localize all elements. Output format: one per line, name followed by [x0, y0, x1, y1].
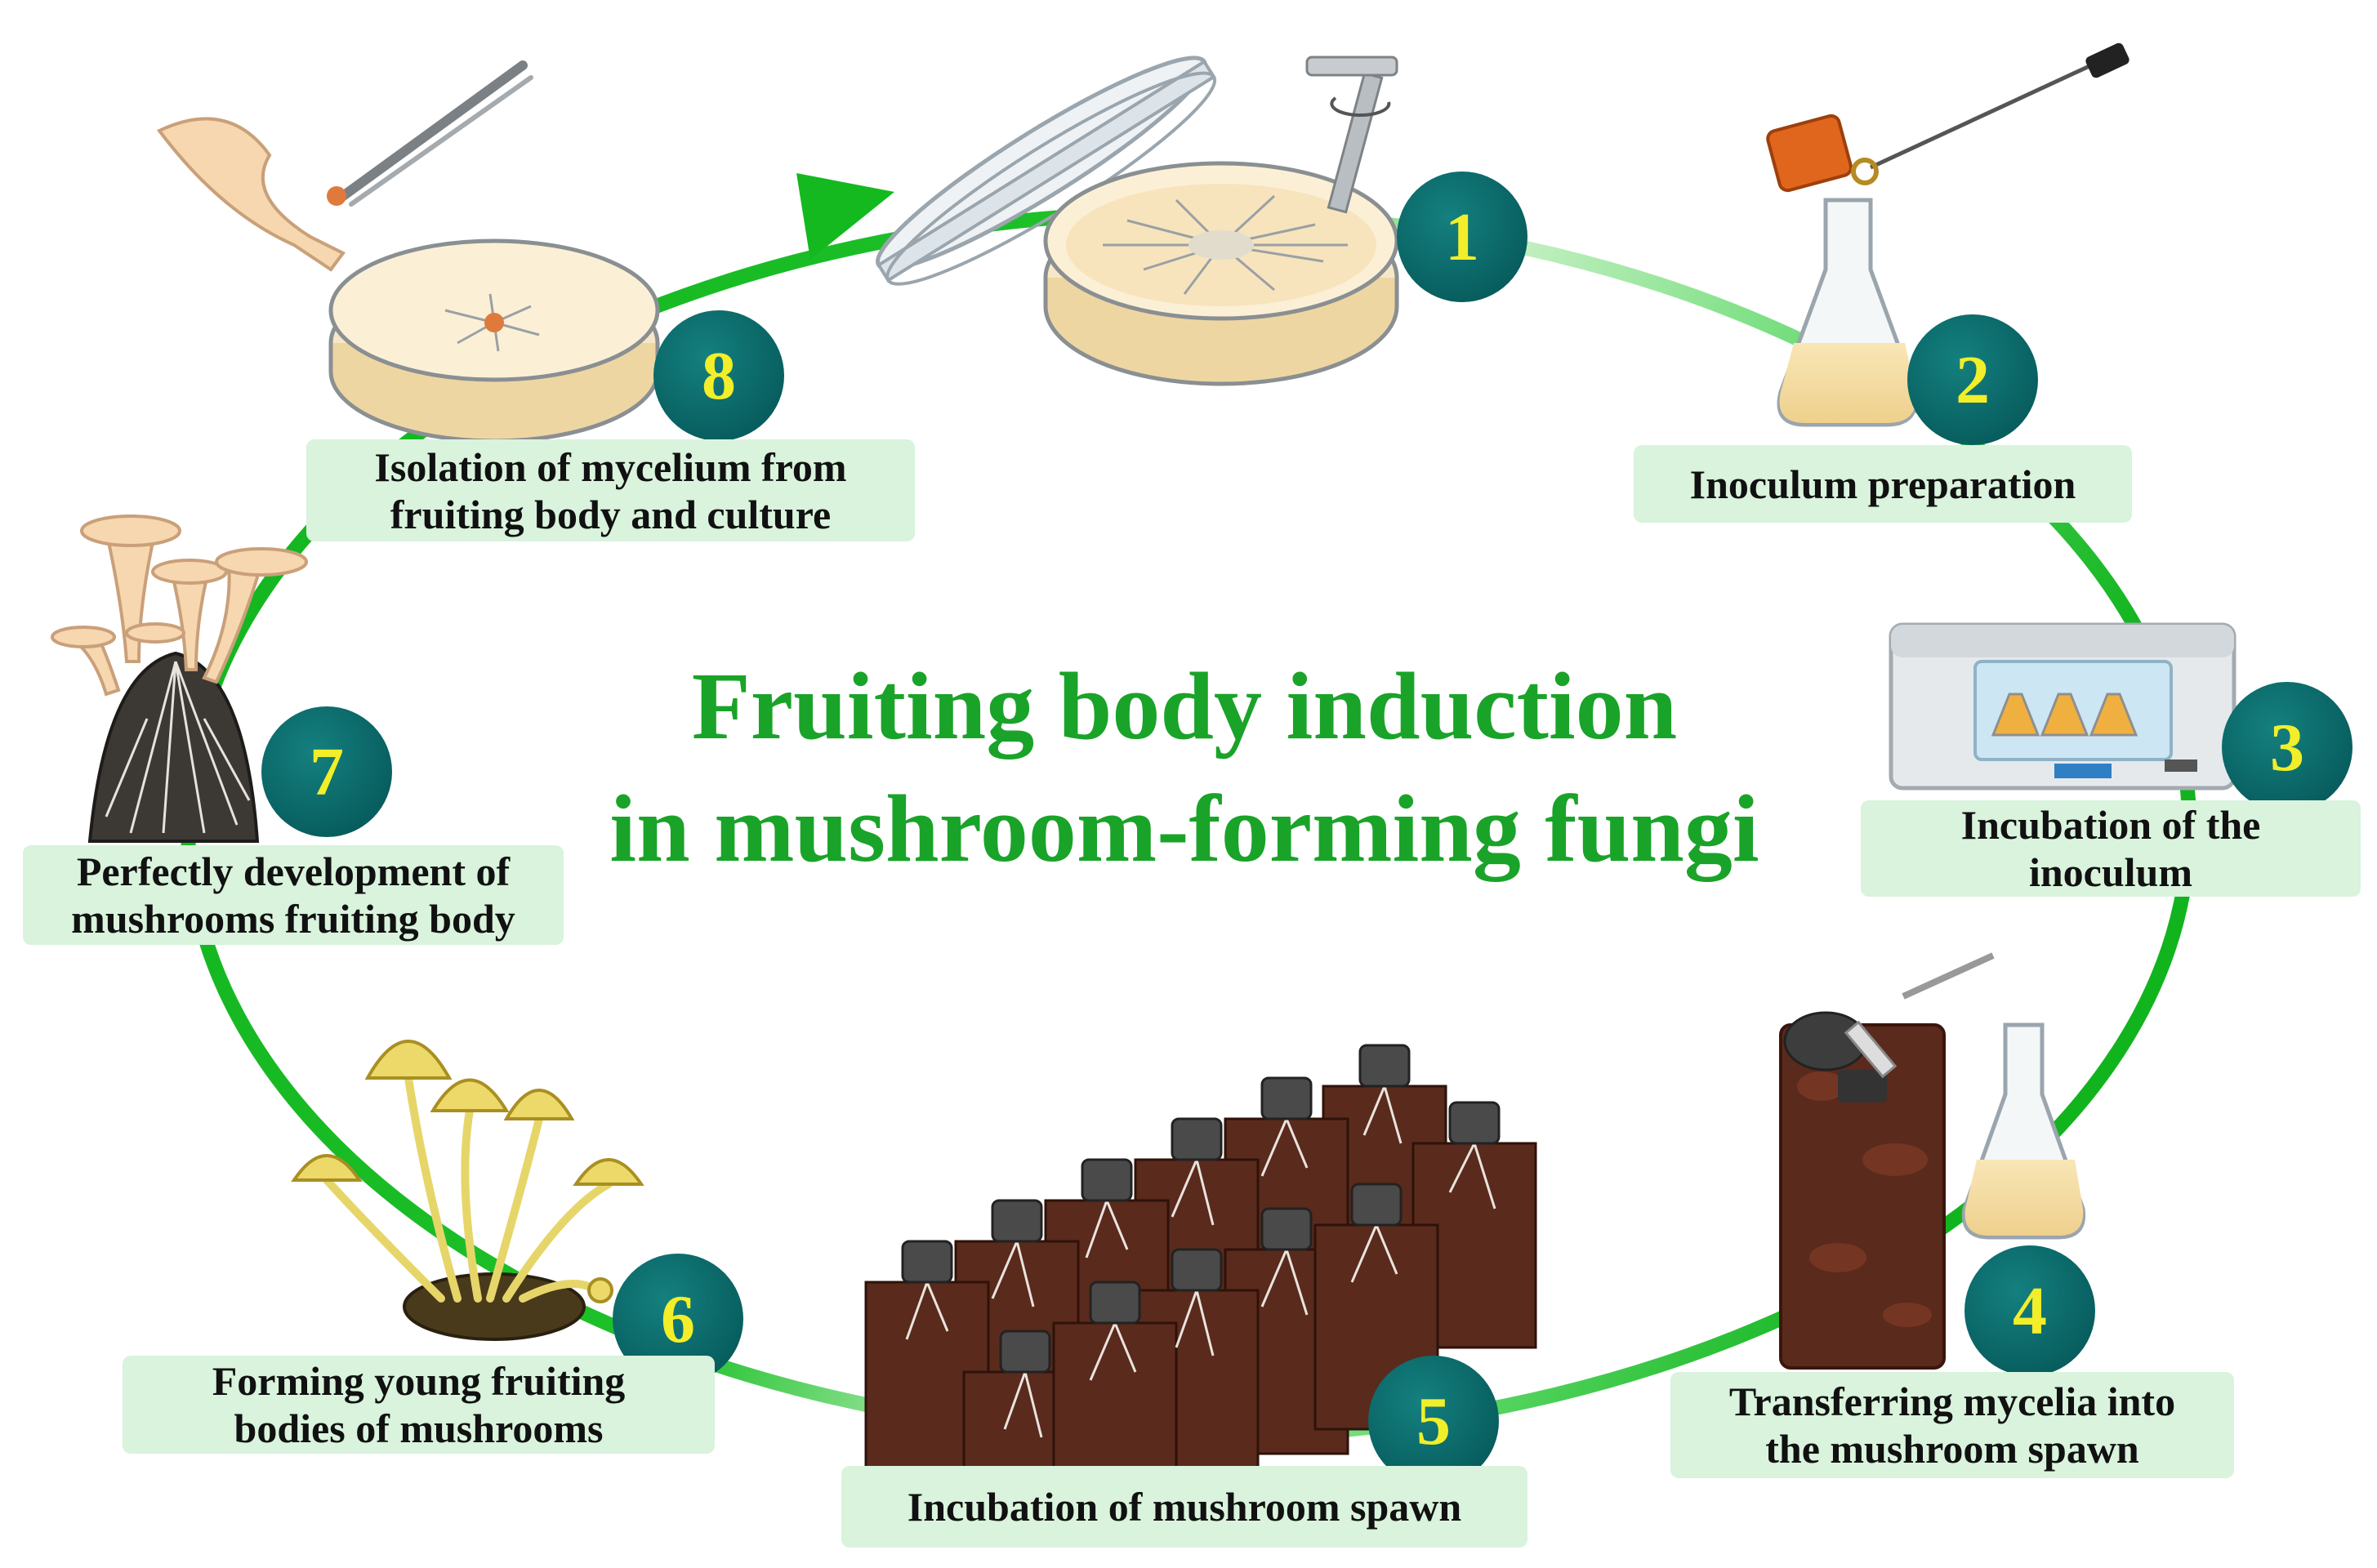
flask-with-inoculation-loop-icon: [1766, 42, 2129, 427]
step-8-badge: [653, 310, 784, 441]
step-4-number: 4: [2013, 1273, 2047, 1349]
step-4-badge: [1964, 1245, 2095, 1376]
petri-dish-with-tissue-and-tweezers-icon: [156, 60, 660, 443]
step-6-label: Forming young fruiting bodies of mushroo…: [123, 1356, 715, 1454]
diagram-title: Fruiting body induction in mushroom-form…: [572, 645, 1797, 890]
mature-mushroom-fruiting-bodies-icon: [51, 514, 308, 843]
step-5-label: Incubation of mushroom spawn: [841, 1466, 1527, 1548]
step-3-label-line-1: Incubation of the: [1960, 802, 2261, 848]
step-4-label-line-2: the mushroom spawn: [1765, 1426, 2139, 1472]
step-4-label: Transferring mycelia into the mushroom s…: [1670, 1372, 2234, 1478]
step-2-badge: [1907, 314, 2038, 445]
step-8-label-line-1: Isolation of mycelium from: [374, 443, 847, 490]
petri-dish-with-inoculation-tool-icon: [876, 56, 1399, 386]
step-6-label-line-2: bodies of mushrooms: [234, 1405, 604, 1451]
title-line-2: in mushroom-forming fungi: [609, 775, 1759, 882]
step-3-badge: [2222, 682, 2352, 813]
step-3-label: Incubation of the inoculum: [1861, 800, 2361, 897]
step-7-label: Perfectly development of mushrooms fruit…: [23, 845, 564, 945]
shaker-incubator-icon: [1889, 622, 2237, 791]
step-7-number: 7: [310, 734, 344, 810]
step-3-label-line-2: inoculum: [2028, 849, 2193, 895]
step-3-number: 3: [2270, 710, 2304, 786]
step-6-number: 6: [661, 1281, 695, 1357]
step-5-badge: [1368, 1356, 1499, 1486]
young-mushroom-cluster-icon: [291, 1040, 644, 1341]
title-line-1: Fruiting body induction: [691, 653, 1678, 760]
step-1-badge: [1397, 172, 1527, 302]
step-1-number: 1: [1445, 199, 1479, 275]
step-2-label-line-1: Inoculum preparation: [1689, 461, 2076, 507]
step-2-label: Inoculum preparation: [1634, 445, 2132, 523]
step-8-label: Isolation of mycelium from fruiting body…: [306, 439, 915, 541]
step-5-number: 5: [1416, 1383, 1451, 1459]
step-7-badge: [261, 706, 392, 837]
spawn-bag-with-flask-and-pipette-icon: [1779, 952, 2086, 1370]
step-5-label-line-1: Incubation of mushroom spawn: [907, 1484, 1462, 1530]
step-6-label-line-1: Forming young fruiting: [212, 1358, 626, 1404]
step-8-label-line-2: fruiting body and culture: [390, 491, 832, 537]
step-8-number: 8: [702, 338, 736, 414]
step-6-badge: [613, 1254, 743, 1384]
step-7-label-line-1: Perfectly development of: [76, 849, 511, 894]
cycle-arrow-icon: [796, 173, 894, 260]
step-4-label-line-1: Transferring mycelia into: [1728, 1379, 2176, 1424]
step-7-label-line-2: mushrooms fruiting body: [71, 896, 515, 942]
step-2-number: 2: [1956, 342, 1990, 418]
